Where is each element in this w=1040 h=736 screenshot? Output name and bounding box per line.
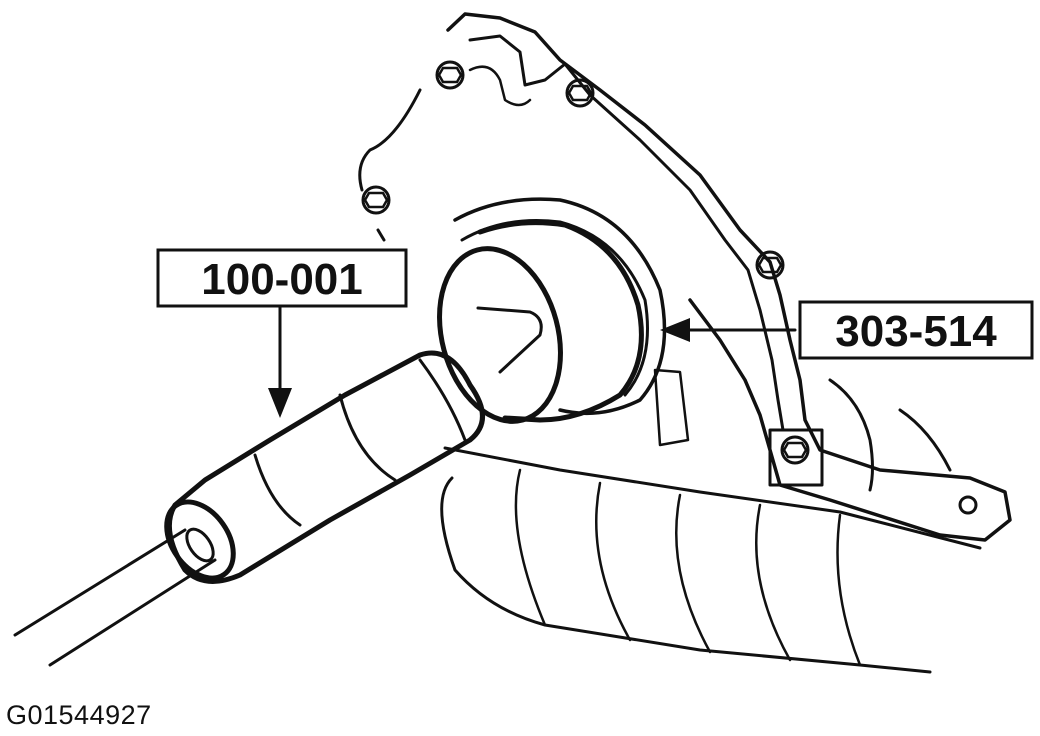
bolt-top-left <box>435 60 465 90</box>
leader-right <box>660 318 797 342</box>
dowel-hole <box>958 495 978 515</box>
callout-100-001: 100-001 <box>156 248 408 308</box>
figure-id: G01544927 <box>6 700 152 730</box>
bolt-top <box>565 78 595 108</box>
leader-left <box>268 303 292 418</box>
bolt-bottom <box>768 428 824 487</box>
bolt-left <box>361 185 391 215</box>
oil-pan <box>440 446 982 674</box>
callout-303-514: 303-514 <box>798 300 1034 360</box>
seal-retainer-plate <box>358 12 1012 542</box>
bolt-right <box>755 250 785 280</box>
handle-tool <box>13 350 485 667</box>
callout-label-right: 303-514 <box>835 307 997 356</box>
callout-label-left: 100-001 <box>201 255 362 304</box>
seal-installer-tool <box>437 220 644 424</box>
